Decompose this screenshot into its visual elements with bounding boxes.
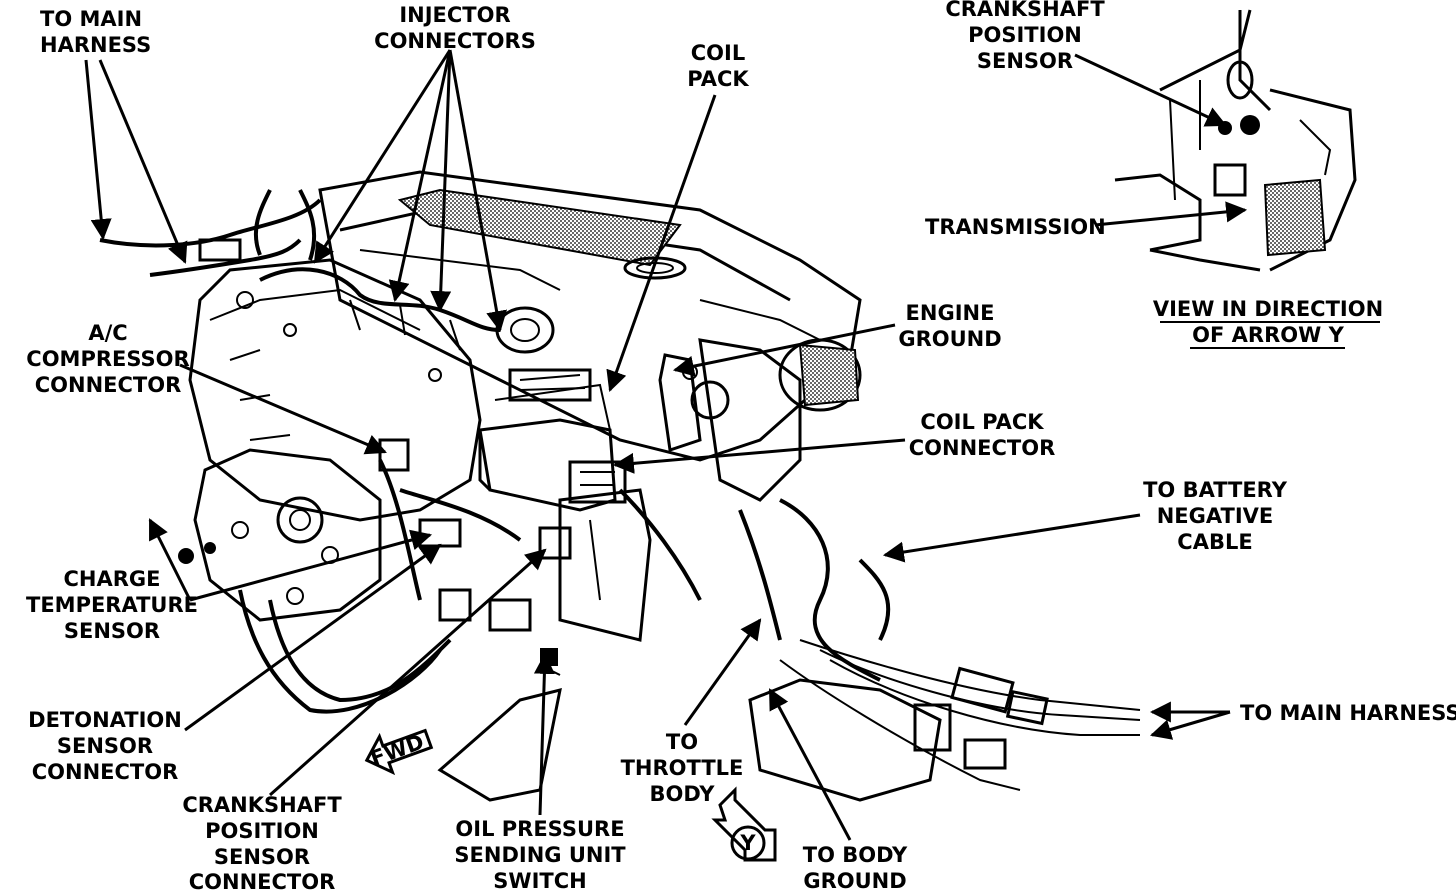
callout-crankshaft-position-sensor-inset: CRANKSHAFT POSITION SENSOR (945, 0, 1105, 73)
svg-text:SENDING UNIT: SENDING UNIT (454, 843, 626, 867)
svg-text:CONNECTOR: CONNECTOR (189, 870, 336, 892)
svg-text:NEGATIVE: NEGATIVE (1157, 504, 1274, 528)
callout-engine-ground: ENGINE GROUND (898, 301, 1001, 351)
callout-coil-pack: COIL PACK (687, 41, 749, 91)
svg-text:INJECTOR: INJECTOR (399, 3, 510, 27)
svg-text:SENSOR: SENSOR (214, 845, 310, 869)
callout-crankshaft-position-sensor-connector: CRANKSHAFT POSITION SENSOR CONNECTOR (182, 793, 342, 892)
svg-text:Y: Y (739, 831, 756, 855)
svg-text:SENSOR: SENSOR (977, 49, 1073, 73)
svg-text:CRANKSHAFT: CRANKSHAFT (945, 0, 1105, 21)
label-to-main-harness-line1: TO MAIN (40, 7, 142, 31)
leader-lines (84, 49, 1248, 841)
callout-to-main-harness-top: TO MAIN HARNESS (40, 7, 151, 57)
engine-block (188, 258, 482, 522)
callout-to-battery-negative-cable: TO BATTERY NEGATIVE CABLE (1143, 478, 1288, 554)
svg-text:GROUND: GROUND (803, 869, 906, 892)
fwd-label: FWD (367, 730, 427, 771)
inset-caption: VIEW IN DIRECTION OF ARROW Y (1153, 297, 1383, 349)
fwd-arrow: FWD (364, 728, 434, 776)
svg-text:DETONATION: DETONATION (28, 708, 182, 732)
svg-text:COMPRESSOR: COMPRESSOR (26, 347, 189, 371)
callout-coil-pack-connector: COIL PACK CONNECTOR (909, 410, 1056, 460)
svg-text:CONNECTOR: CONNECTOR (909, 436, 1056, 460)
svg-text:CABLE: CABLE (1177, 530, 1252, 554)
svg-text:POSITION: POSITION (205, 819, 319, 843)
engine-illustration (99, 170, 1141, 802)
callout-transmission: TRANSMISSION (925, 215, 1106, 239)
callout-to-throttle-body: TO THROTTLE BODY (621, 730, 744, 806)
svg-text:THROTTLE: THROTTLE (621, 756, 744, 780)
svg-text:BODY: BODY (650, 782, 716, 806)
wire-harness (99, 198, 322, 248)
svg-text:CONNECTOR: CONNECTOR (35, 373, 182, 397)
svg-text:CRANKSHAFT: CRANKSHAFT (182, 793, 342, 817)
svg-text:PACK: PACK (687, 67, 749, 91)
coil-pack-connector-part (568, 460, 627, 504)
svg-text:TO BODY: TO BODY (803, 843, 908, 867)
svg-text:COIL: COIL (691, 41, 745, 65)
callout-ac-compressor-connector: A/C COMPRESSOR CONNECTOR (26, 321, 189, 397)
svg-text:CONNECTORS: CONNECTORS (374, 29, 536, 53)
svg-text:A/C: A/C (88, 321, 127, 345)
svg-text:CHARGE: CHARGE (64, 567, 161, 591)
svg-text:GROUND: GROUND (898, 327, 1001, 351)
svg-text:VIEW IN DIRECTION: VIEW IN DIRECTION (1153, 297, 1383, 321)
svg-text:SENSOR: SENSOR (57, 734, 153, 758)
svg-text:CONNECTOR: CONNECTOR (32, 760, 179, 784)
svg-text:TO BATTERY: TO BATTERY (1143, 478, 1288, 502)
svg-text:OIL PRESSURE: OIL PRESSURE (455, 817, 624, 841)
svg-text:POSITION: POSITION (968, 23, 1082, 47)
inset-view (1114, 9, 1357, 272)
svg-text:OF ARROW Y: OF ARROW Y (1192, 323, 1344, 347)
svg-text:SWITCH: SWITCH (493, 869, 586, 892)
label-to-main-harness-line2: HARNESS (40, 33, 151, 57)
svg-text:TEMPERATURE: TEMPERATURE (26, 593, 198, 617)
callout-detonation-sensor-connector: DETONATION SENSOR CONNECTOR (28, 708, 182, 784)
callout-to-main-harness-right: TO MAIN HARNESS (1240, 701, 1456, 725)
svg-text:SENSOR: SENSOR (64, 619, 160, 643)
svg-text:TO: TO (666, 730, 698, 754)
callout-oil-pressure-sending-unit-switch: OIL PRESSURE SENDING UNIT SWITCH (454, 817, 626, 892)
callout-injector-connectors: INJECTOR CONNECTORS (374, 3, 536, 53)
callout-to-body-ground: TO BODY GROUND (803, 843, 908, 892)
arrow-y-symbol: Y (711, 786, 777, 862)
svg-text:ENGINE: ENGINE (906, 301, 995, 325)
callout-charge-temperature-sensor: CHARGE TEMPERATURE SENSOR (26, 567, 198, 643)
svg-text:COIL PACK: COIL PACK (920, 410, 1044, 434)
